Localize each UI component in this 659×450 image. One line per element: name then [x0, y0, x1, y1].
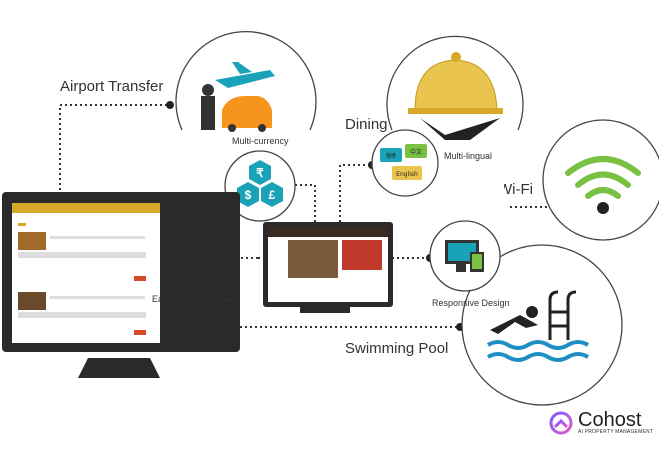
pool-circle [461, 244, 623, 406]
brand-tagline: AI PROPERTY MANAGEMENT [578, 429, 654, 435]
responsive-icon [445, 240, 484, 272]
center-monitor [263, 222, 393, 313]
cohost-logo: Cohost AI PROPERTY MANAGEMENT [548, 410, 653, 436]
responsive-design-label: Responsive Design [432, 298, 510, 308]
left-monitor [2, 192, 240, 378]
airport-icon [201, 62, 275, 132]
cohost-logo-icon [549, 411, 573, 435]
pound-symbol: £ [269, 188, 276, 202]
airport-transfer-label: Airport Transfer [60, 78, 164, 95]
dining-icon [408, 52, 503, 140]
currency-icon [237, 160, 283, 207]
multi-currency-label: Multi-currency [232, 136, 289, 146]
wifi-circle [542, 119, 659, 241]
english-label: English [396, 171, 418, 178]
wifi-label: Wi-Fi [498, 181, 533, 198]
wifi-icon [565, 156, 641, 199]
hindi-label: हिंदी [386, 152, 396, 160]
easily-customisable-label: Easily Customisable [152, 294, 234, 304]
pool-icon [486, 290, 590, 362]
brand-name: Cohost [578, 409, 642, 431]
multi-lingual-label: Multi-lingual [444, 151, 493, 161]
chinese-label: 中文 [410, 148, 422, 156]
dining-label: Dining [345, 116, 388, 133]
lingual-circle [371, 129, 439, 197]
swimming-pool-label: Swimming Pool [345, 340, 449, 357]
lingual-icon [380, 144, 427, 180]
rupee-symbol: ₹ [256, 166, 264, 180]
dollar-symbol: $ [245, 188, 252, 202]
